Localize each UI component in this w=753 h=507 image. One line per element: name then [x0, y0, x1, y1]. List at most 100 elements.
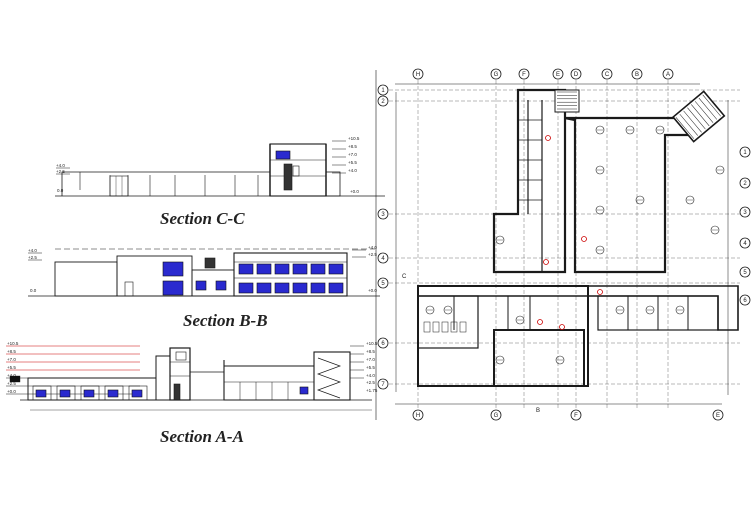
- a-hall: [223, 365, 315, 401]
- a-left-level-label: +5.5: [7, 365, 16, 370]
- grid-bubble-right: [739, 177, 751, 189]
- grid-bubble-top: [552, 68, 564, 80]
- window-pane: [256, 263, 272, 275]
- grid-bubble-left-label: 1: [381, 88, 385, 94]
- grid-bubble-right-label: 5: [743, 270, 747, 276]
- a-bay: [56, 385, 76, 401]
- plan-rotated-stair-tread: [694, 101, 714, 123]
- window-pane: [83, 389, 95, 398]
- grid-bubble-left: [377, 378, 389, 390]
- window-pane: [162, 280, 184, 296]
- grid-bubble-right: [739, 146, 751, 158]
- a-right-level-label: +10.5: [366, 341, 378, 346]
- grid-bubble-right-label: 4: [743, 241, 747, 247]
- grid-bubble-top: [631, 68, 643, 80]
- plan-section-marker: [545, 135, 551, 141]
- a-left-level-label: +8.5: [7, 349, 16, 354]
- plan-column-symbol: [635, 195, 645, 205]
- a-left-level-label: +7.0: [7, 357, 16, 362]
- a-bay: [128, 385, 148, 401]
- grid-bubble-left: [377, 208, 389, 220]
- grid-bubble-bottom: [490, 409, 502, 421]
- plan-wc-fixture: [459, 321, 467, 333]
- plan-column-symbol: [555, 355, 565, 365]
- plan-column-symbol: [655, 125, 665, 135]
- window-pane: [275, 150, 291, 160]
- b-low-block: [54, 261, 118, 297]
- plan-west-wing: [492, 88, 567, 274]
- grid-bubble-top-label: E: [556, 72, 560, 78]
- window-pane: [238, 263, 254, 275]
- plan-column-symbol: [595, 125, 605, 135]
- section-c-c-title: Section C-C: [160, 209, 245, 228]
- c-right-level-label: +5.5: [348, 160, 357, 165]
- plan-column-symbol: [625, 125, 635, 135]
- window-pane: [299, 386, 309, 395]
- section-a-a-title: Section A-A: [160, 427, 244, 446]
- plan-column-symbol: [443, 305, 453, 315]
- c-right-level-label: +10.5: [348, 136, 360, 141]
- a-right-level-label: +8.5: [366, 349, 375, 354]
- grid-bubble-right-label: 1: [743, 150, 747, 156]
- plan-rotated-stair-tread: [675, 117, 695, 139]
- window-pane: [310, 282, 326, 294]
- plan-column-symbol: [495, 235, 505, 245]
- plan-column-symbol: [615, 305, 625, 315]
- grid-bubble-right: [739, 206, 751, 218]
- plan-column-symbol: [685, 195, 695, 205]
- grid-bubble-top: [412, 68, 424, 80]
- grid-bubble-bottom-label: F: [574, 413, 578, 419]
- window-pane: [292, 263, 308, 275]
- plan-column-symbol: [645, 305, 655, 315]
- plan-cut-label: B: [536, 408, 540, 414]
- c-tower-window: [292, 165, 300, 177]
- grid-bubble-right: [739, 266, 751, 278]
- a-stair-tower: [313, 351, 351, 401]
- grid-bubble-top-label: B: [635, 72, 639, 78]
- a-right-level-label: +1.75: [366, 388, 378, 393]
- plan-section-marker: [597, 289, 603, 295]
- grid-bubble-top-label: G: [494, 72, 499, 78]
- window-pane: [35, 389, 47, 398]
- window-pane: [274, 263, 290, 275]
- c-left-level-label: +4.0: [56, 163, 65, 168]
- a-bay: [32, 385, 52, 401]
- c-low-block: [61, 171, 271, 196]
- b-classroom-block: [233, 252, 348, 297]
- grid-bubble-right-label: 3: [743, 210, 747, 216]
- window-pane: [238, 282, 254, 294]
- b-left-level-label: +2.5: [28, 255, 37, 260]
- plan-column-symbol: [495, 355, 505, 365]
- grid-bubble-left-label: 4: [381, 256, 385, 262]
- grid-bubble-left-label: 5: [381, 281, 385, 287]
- b-left-level-label: 0.0: [30, 288, 37, 293]
- plan-column-symbol: [675, 305, 685, 315]
- plan-column-symbol: [425, 305, 435, 315]
- a-stair-flight: [316, 357, 342, 399]
- grid-bubble-top: [490, 68, 502, 80]
- plan-wc-fixture: [432, 321, 440, 333]
- grid-bubble-left: [377, 337, 389, 349]
- a-tower-window: [175, 351, 187, 361]
- plan-rotated-stair: [671, 90, 726, 143]
- c-left-level-label: +2.5: [56, 169, 65, 174]
- grid-bubble-top-label: C: [605, 72, 610, 78]
- a-left-level-label: +4.0: [7, 373, 16, 378]
- window-pane: [274, 282, 290, 294]
- grid-bubble-top-label: A: [666, 72, 670, 78]
- grid-bubble-bottom-label: E: [716, 413, 720, 419]
- grid-bubble-top: [570, 68, 582, 80]
- grid-bubble-top: [662, 68, 674, 80]
- grid-bubble-left: [377, 252, 389, 264]
- plan-column-symbol: [710, 225, 720, 235]
- window-pane: [107, 389, 119, 398]
- b-right-level-label: +0.0: [368, 288, 377, 293]
- grid-bubble-left: [377, 84, 389, 96]
- a-left-level-label: +10.5: [7, 341, 19, 346]
- grid-bubble-left-label: 3: [381, 212, 385, 218]
- window-pane: [256, 282, 272, 294]
- plan-wc-fixture: [450, 321, 458, 333]
- grid-bubble-top-label: H: [416, 72, 420, 78]
- plan-section-marker: [581, 236, 587, 242]
